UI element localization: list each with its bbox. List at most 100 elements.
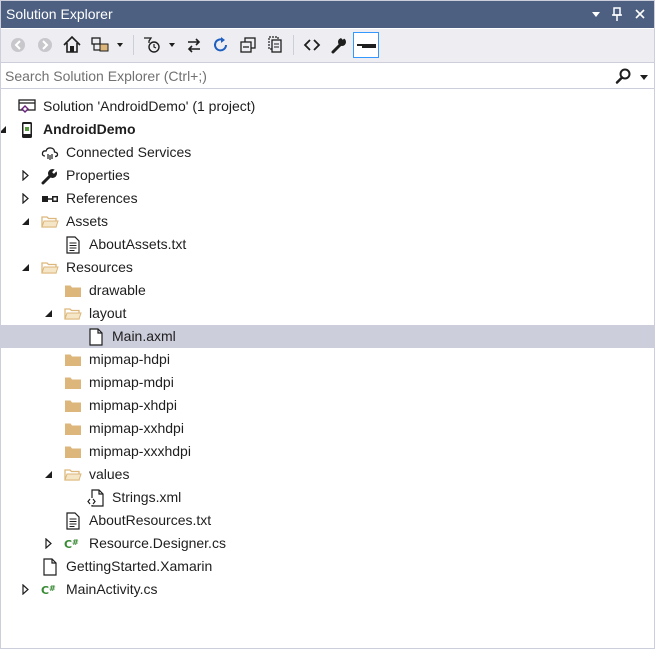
collapse-toggle[interactable] <box>43 308 54 319</box>
tree-item-label: drawable <box>89 282 146 298</box>
csharp-file-icon: C# <box>41 581 59 599</box>
properties-button[interactable] <box>328 32 350 58</box>
wrench-icon <box>331 35 346 54</box>
tree-item-label: mipmap-xhdpi <box>89 397 177 413</box>
close-button[interactable] <box>631 4 649 24</box>
collapse-toggle[interactable] <box>43 469 54 480</box>
folder-open-icon <box>41 259 59 277</box>
switch-views-icon <box>91 37 123 52</box>
svg-text:C: C <box>64 538 72 551</box>
tree-item-properties[interactable]: Properties <box>1 164 654 187</box>
toolbar-separator <box>133 35 134 55</box>
caret-expanded-icon <box>45 310 52 317</box>
folder-icon <box>64 420 82 438</box>
expand-toggle[interactable] <box>20 170 31 181</box>
search-bar <box>1 62 654 89</box>
switch-views-button[interactable] <box>89 32 127 58</box>
auto-hide-button[interactable] <box>608 4 626 24</box>
caret-right-icon <box>22 193 29 204</box>
toolbar <box>1 29 654 62</box>
collapse-toggle[interactable] <box>20 216 31 227</box>
tree-item-label: References <box>66 190 138 206</box>
folder-icon <box>64 351 82 369</box>
tree-item-mipmap-xhdpi[interactable]: mipmap-xhdpi <box>1 394 654 417</box>
expand-toggle[interactable] <box>43 538 54 549</box>
tree-item-values[interactable]: values <box>1 463 654 486</box>
search-input[interactable] <box>5 66 605 86</box>
tree-item-label: Resource.Designer.cs <box>89 535 226 551</box>
tree-item-main-activity[interactable]: C#MainActivity.cs <box>1 578 654 601</box>
xml-file-icon <box>87 489 105 507</box>
tree-item-references[interactable]: References <box>1 187 654 210</box>
tree-item-solution[interactable]: Solution 'AndroidDemo' (1 project) <box>1 95 654 118</box>
tree-item-label: Resources <box>66 259 133 275</box>
collapse-toggle[interactable] <box>1 124 8 135</box>
folder-icon <box>64 443 82 461</box>
caret-down-icon <box>592 12 600 17</box>
preview-pane-icon <box>357 44 376 48</box>
preview-selected-items-button[interactable] <box>353 32 379 58</box>
tree-item-mipmap-xxhdpi[interactable]: mipmap-xxhdpi <box>1 417 654 440</box>
tree-item-drawable[interactable]: drawable <box>1 279 654 302</box>
tree-item-label: values <box>89 466 130 482</box>
file-icon <box>87 328 105 346</box>
text-file-icon <box>64 236 82 254</box>
show-all-files-button[interactable] <box>264 32 286 58</box>
search-icon <box>615 68 631 84</box>
tree-item-about-assets[interactable]: AboutAssets.txt <box>1 233 654 256</box>
tree-item-label: Connected Services <box>66 144 192 160</box>
caret-right-icon <box>22 170 29 181</box>
tree-item-label: Assets <box>66 213 109 229</box>
folder-open-icon <box>64 305 82 323</box>
caret-expanded-icon <box>1 126 6 133</box>
pending-changes-filter-button[interactable] <box>141 32 179 58</box>
caret-down-icon <box>640 75 648 80</box>
tree-item-resources[interactable]: Resources <box>1 256 654 279</box>
tree-item-connected-services[interactable]: Connected Services <box>1 141 654 164</box>
tree-item-label: mipmap-mdpi <box>89 374 174 390</box>
tree-item-project[interactable]: AndroidDemo <box>1 118 654 141</box>
tree-item-layout[interactable]: layout <box>1 302 654 325</box>
view-code-button[interactable] <box>301 32 323 58</box>
tree-item-label: AboutResources.txt <box>89 512 212 528</box>
search-options-button[interactable] <box>639 69 649 83</box>
clock-filter-icon <box>144 37 175 53</box>
refresh-button[interactable] <box>210 32 232 58</box>
pin-icon <box>612 7 622 21</box>
toolbar-separator <box>293 35 294 55</box>
tree-item-mipmap-hdpi[interactable]: mipmap-hdpi <box>1 348 654 371</box>
back-button[interactable] <box>7 32 29 58</box>
tree-item-label: mipmap-xxhdpi <box>89 420 184 436</box>
expand-toggle[interactable] <box>20 584 31 595</box>
back-arrow-icon <box>11 38 25 52</box>
sync-with-document-button[interactable] <box>183 32 205 58</box>
tree-item-about-resources[interactable]: AboutResources.txt <box>1 509 654 532</box>
collapse-all-button[interactable] <box>237 32 259 58</box>
tree-item-mipmap-mdpi[interactable]: mipmap-mdpi <box>1 371 654 394</box>
tree-item-label: Strings.xml <box>112 489 182 505</box>
tree-item-label: Properties <box>66 167 130 183</box>
collapse-toggle[interactable] <box>20 262 31 273</box>
collapse-all-icon <box>240 37 256 53</box>
tree-item-label: mipmap-hdpi <box>89 351 170 367</box>
folder-icon <box>64 374 82 392</box>
window-options-button[interactable] <box>587 4 605 24</box>
csharp-file-icon: C# <box>64 535 82 553</box>
close-icon <box>635 9 645 19</box>
tree-item-label: mipmap-xxxhdpi <box>89 443 191 459</box>
tree-item-mipmap-xxxhdpi[interactable]: mipmap-xxxhdpi <box>1 440 654 463</box>
expand-toggle[interactable] <box>20 193 31 204</box>
search-button[interactable] <box>615 67 633 85</box>
folder-open-icon <box>64 466 82 484</box>
tree-item-strings-xml[interactable]: Strings.xml <box>1 486 654 509</box>
home-button[interactable] <box>61 32 83 58</box>
forward-arrow-icon <box>38 38 52 52</box>
tree-item-assets[interactable]: Assets <box>1 210 654 233</box>
forward-button[interactable] <box>34 32 56 58</box>
tree-item-resource-designer[interactable]: C# Resource.Designer.cs <box>1 532 654 555</box>
references-icon <box>41 190 59 208</box>
tree-item-main-axml[interactable]: Main.axml <box>1 325 654 348</box>
solution-icon <box>18 98 36 116</box>
tree-item-getting-started[interactable]: GettingStarted.Xamarin <box>1 555 654 578</box>
cloud-services-icon <box>41 144 59 162</box>
